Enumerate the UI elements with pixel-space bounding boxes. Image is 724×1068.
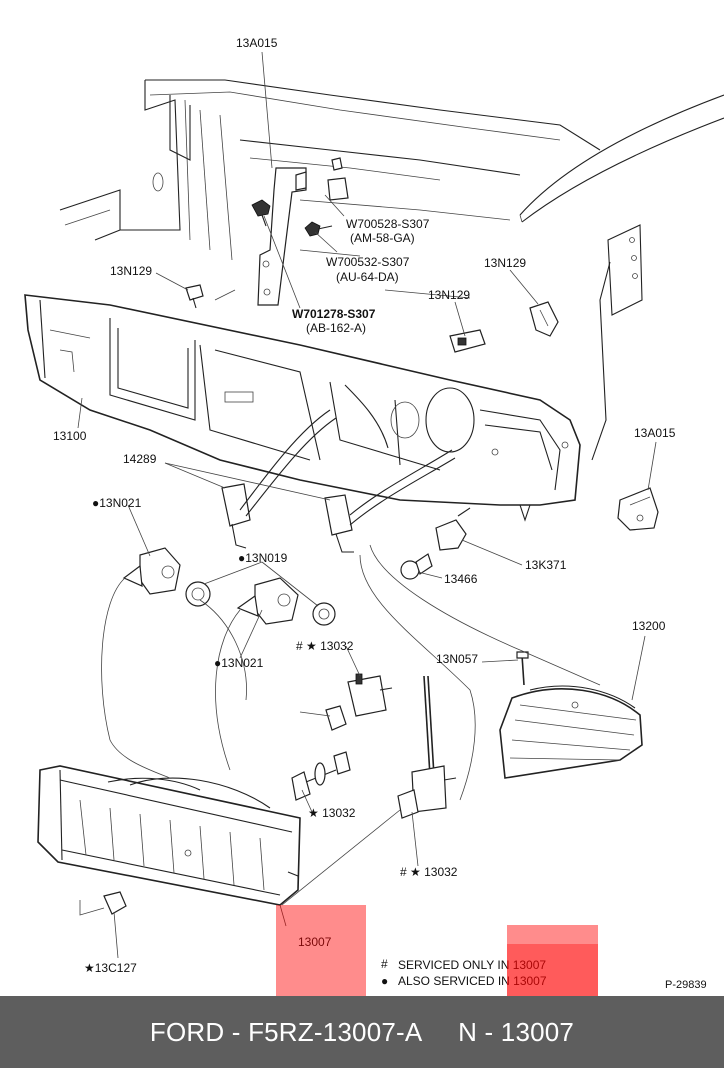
retainer-lower bbox=[312, 602, 336, 626]
label-drawing-number: P-29839 bbox=[665, 979, 707, 991]
part-number-footer: FORD - F5RZ-13007-A N - 13007 bbox=[0, 996, 724, 1068]
leader-lines bbox=[77, 51, 657, 959]
label-bulb-lower: ●13N021 bbox=[214, 656, 264, 670]
side-lamp-13200 bbox=[499, 685, 643, 779]
grommet-13c127 bbox=[103, 891, 127, 915]
pin-13n057 bbox=[516, 651, 529, 686]
label-panel: 13100 bbox=[53, 429, 87, 443]
label-bulb-left: ●13N021 bbox=[92, 496, 142, 510]
label-bolt: W701278-S307 bbox=[292, 307, 376, 321]
label-adjuster-right: # ★ 13032 bbox=[400, 865, 458, 879]
upper-bracket bbox=[251, 157, 349, 306]
bulb-lower bbox=[236, 577, 299, 625]
label-bracket-top: 13A015 bbox=[236, 36, 278, 50]
label-adjuster-top: # ★ 13032 bbox=[296, 639, 354, 653]
legend-hash-symbol: # bbox=[381, 957, 388, 971]
clip-left bbox=[185, 284, 204, 309]
label-pin: 13N057 bbox=[436, 652, 478, 666]
legend-hash-text: SERVICED ONLY IN 13007 bbox=[398, 958, 546, 972]
label-clip-mid: 13N129 bbox=[428, 288, 470, 302]
retainer-left bbox=[185, 581, 211, 607]
clip-mid bbox=[449, 329, 486, 353]
parts-diagram: 13A015 W700528-S307 (AM-58-GA) W700532-S… bbox=[24, 36, 724, 996]
adjuster-mid bbox=[291, 751, 351, 801]
fender-outline bbox=[519, 94, 724, 461]
label-headlamp: 13007 bbox=[298, 935, 332, 949]
legend: # SERVICED ONLY IN 13007 ● ALSO SERVICED… bbox=[381, 957, 547, 988]
label-bolt-spec: (AB-162-A) bbox=[306, 321, 366, 335]
label-adjuster-mid: ★ 13032 bbox=[308, 806, 356, 820]
part-number-text: FORD - F5RZ-13007-A N - 13007 bbox=[149, 1016, 575, 1047]
legend-dot-text: ALSO SERVICED IN 13007 bbox=[398, 974, 547, 988]
highlight-legend-13007-strong bbox=[507, 944, 598, 996]
side-socket bbox=[435, 507, 471, 551]
label-side-lamp: 13200 bbox=[632, 619, 666, 633]
radiator-support bbox=[59, 79, 601, 301]
label-clip-right: 13N129 bbox=[484, 256, 526, 270]
exploded-view-drawing: 13A015 W700528-S307 (AM-58-GA) W700532-S… bbox=[24, 36, 724, 996]
bulb-left bbox=[122, 547, 181, 595]
label-bracket-right: 13A015 bbox=[634, 426, 676, 440]
adjuster-right bbox=[397, 675, 457, 819]
label-socket-wire: 14289 bbox=[123, 452, 157, 466]
callout-labels: 13A015 W700528-S307 (AM-58-GA) W700532-S… bbox=[53, 36, 707, 991]
label-nut-spec: (AM-58-GA) bbox=[350, 231, 415, 245]
highlight-legend-13007 bbox=[507, 925, 598, 996]
label-screw-spec: (AU-64-DA) bbox=[336, 270, 399, 284]
label-bulb-retainer: ●13N019 bbox=[238, 551, 288, 565]
side-bracket bbox=[617, 487, 659, 531]
side-bulb bbox=[400, 553, 433, 580]
headlamp-13007 bbox=[37, 765, 301, 906]
label-bulb-side: 13466 bbox=[444, 572, 478, 586]
label-grommet: ★13C127 bbox=[84, 961, 137, 975]
adjuster-top bbox=[325, 673, 393, 731]
legend-dot-symbol: ● bbox=[381, 974, 388, 988]
clip-right bbox=[529, 301, 559, 337]
label-clip-left: 13N129 bbox=[110, 264, 152, 278]
label-socket-side: 13K371 bbox=[525, 558, 567, 572]
label-screw: W700532-S307 bbox=[326, 255, 410, 269]
front-panel-13100 bbox=[24, 294, 581, 522]
connector-curves bbox=[79, 544, 601, 916]
highlight-headlamp bbox=[276, 905, 366, 996]
label-nut: W700528-S307 bbox=[346, 217, 430, 231]
wiring-sockets bbox=[221, 409, 456, 553]
